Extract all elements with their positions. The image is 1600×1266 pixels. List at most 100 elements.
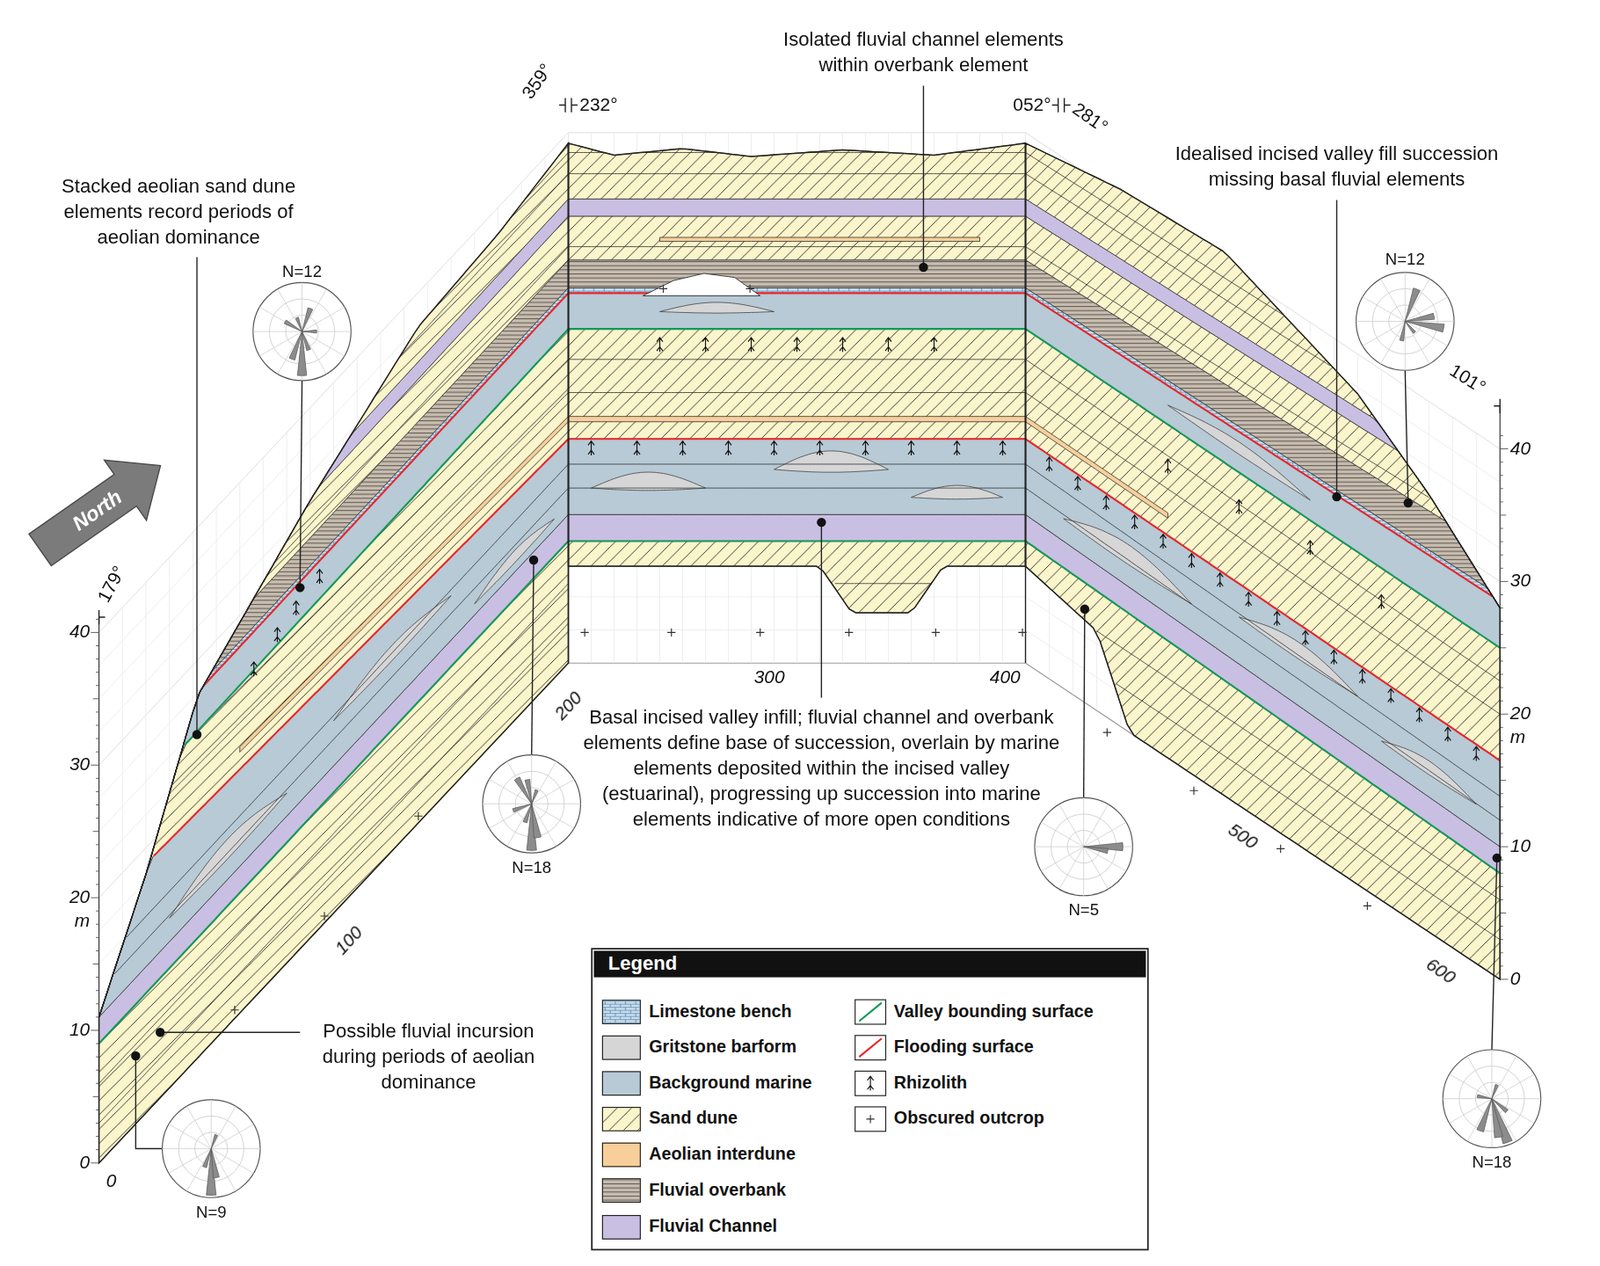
rhizolith-symbol [1164,458,1171,473]
rhizolith-symbol [770,441,778,456]
obscured-outcrop-marker [865,1114,874,1123]
rose-spoke [488,803,531,829]
obscured-outcrop-marker [756,628,764,637]
facies-band [1025,216,1501,609]
leader-line [299,380,302,589]
callout-text: Possible fluvial incursion during period… [296,1018,562,1095]
rose-petal [302,331,312,351]
rose-diagram [1356,272,1455,371]
facies-band [99,198,569,1018]
obscured-outcrop-marker [745,284,754,293]
bedding-line [1025,464,1501,797]
bedding-line [1025,359,1501,682]
rhizolith-symbol [633,441,640,456]
facies-band [568,260,1026,289]
rhizolith-symbol [588,441,595,456]
obscured-outcrop-marker [931,628,940,637]
rhizolith-symbol [1131,515,1138,530]
sample-count: N=5 [1068,900,1099,920]
facies-band [568,540,1026,612]
rose-spoke [1449,1074,1492,1099]
facies-band [568,328,1026,439]
legend-text: Valley bounding surface [894,1001,1094,1023]
axis-tick [1499,594,1503,596]
flooding-surface [1025,438,1501,761]
rose-spoke [1404,278,1430,321]
bedding-line [640,152,718,153]
legend-title: Legend [608,952,677,975]
bedding-line [114,487,568,975]
rose-spoke [1040,821,1084,847]
rose-petal [1404,312,1434,321]
distance-label: 0 [106,1170,117,1193]
rose-spoke [1059,804,1084,847]
rose-spoke [1380,321,1405,364]
axis-tick [95,738,99,740]
rose-spoke [210,1105,236,1149]
facies-band [240,416,569,753]
rose-spoke [302,306,345,332]
axis-tick [95,751,99,753]
axis-tick-label: 10 [1510,836,1531,859]
axis-tick [93,1096,100,1098]
facies-pattern [568,216,1026,261]
legend-swatch [602,1178,641,1203]
axis-tick [93,698,100,699]
legend-text: Gritstone barform [648,1037,797,1059]
obscured-outcrop-marker [320,911,328,920]
rhizolith-symbol [816,441,823,456]
bedding-line [169,392,569,794]
axis-tick-label: 20 [1510,703,1531,726]
axis-tick [90,764,99,766]
rhizolith-symbol [656,337,663,352]
rose-diagram [482,755,581,853]
rhizolith-symbol [839,337,846,352]
facies-band [568,216,1026,261]
rose-spoke [186,1105,211,1149]
axis-tick [95,725,99,727]
rhizolith-symbol [1307,540,1314,555]
facies-pattern [99,260,569,1018]
rose-petal [302,307,313,332]
legend-swatch [602,1106,641,1132]
rose-spoke [1467,1055,1492,1099]
axis-tick [95,671,99,673]
obscured-outcrop-marker [1018,628,1026,637]
rose-spoke [531,779,575,805]
legend-box [591,948,1149,1250]
axis-tick [1499,912,1506,914]
rose-spoke [1040,846,1084,872]
rose-spoke [1083,846,1109,889]
legend-text: Background marine [648,1072,812,1094]
axis-tick [95,857,99,859]
bedding-line [1025,174,1331,366]
rose-diagram [1034,797,1133,895]
swatch-pattern [603,1107,640,1131]
rhizolith-symbol [1273,611,1280,626]
facies-band [568,287,1026,293]
legend-title-bar [594,950,1147,977]
rose-spoke [507,761,532,804]
bedding-line [835,582,931,584]
axis-tick [1499,846,1508,848]
rose-spoke [1467,1098,1492,1142]
axis-tick [95,778,99,779]
rose-spoke [302,289,328,332]
facies-pattern [99,287,569,1018]
legend-swatch [602,1035,641,1061]
rose-spoke [482,803,532,805]
rhizolith-symbol [1330,649,1338,664]
rhizolith-symbol [885,337,892,352]
distance-label: 400 [989,666,1021,689]
sample-count: N=18 [511,857,552,877]
facies-band [568,198,1026,217]
facies-band [568,514,1026,541]
bedding-line [568,392,1026,393]
axis-tick [95,989,99,991]
axis-tick [90,1162,99,1164]
leader-line [1404,370,1408,503]
swatch-pattern-fill [603,1107,640,1131]
distance-label: 300 [754,666,786,689]
orientation-label: 052° [1012,94,1051,117]
rose-spoke [1083,797,1084,847]
